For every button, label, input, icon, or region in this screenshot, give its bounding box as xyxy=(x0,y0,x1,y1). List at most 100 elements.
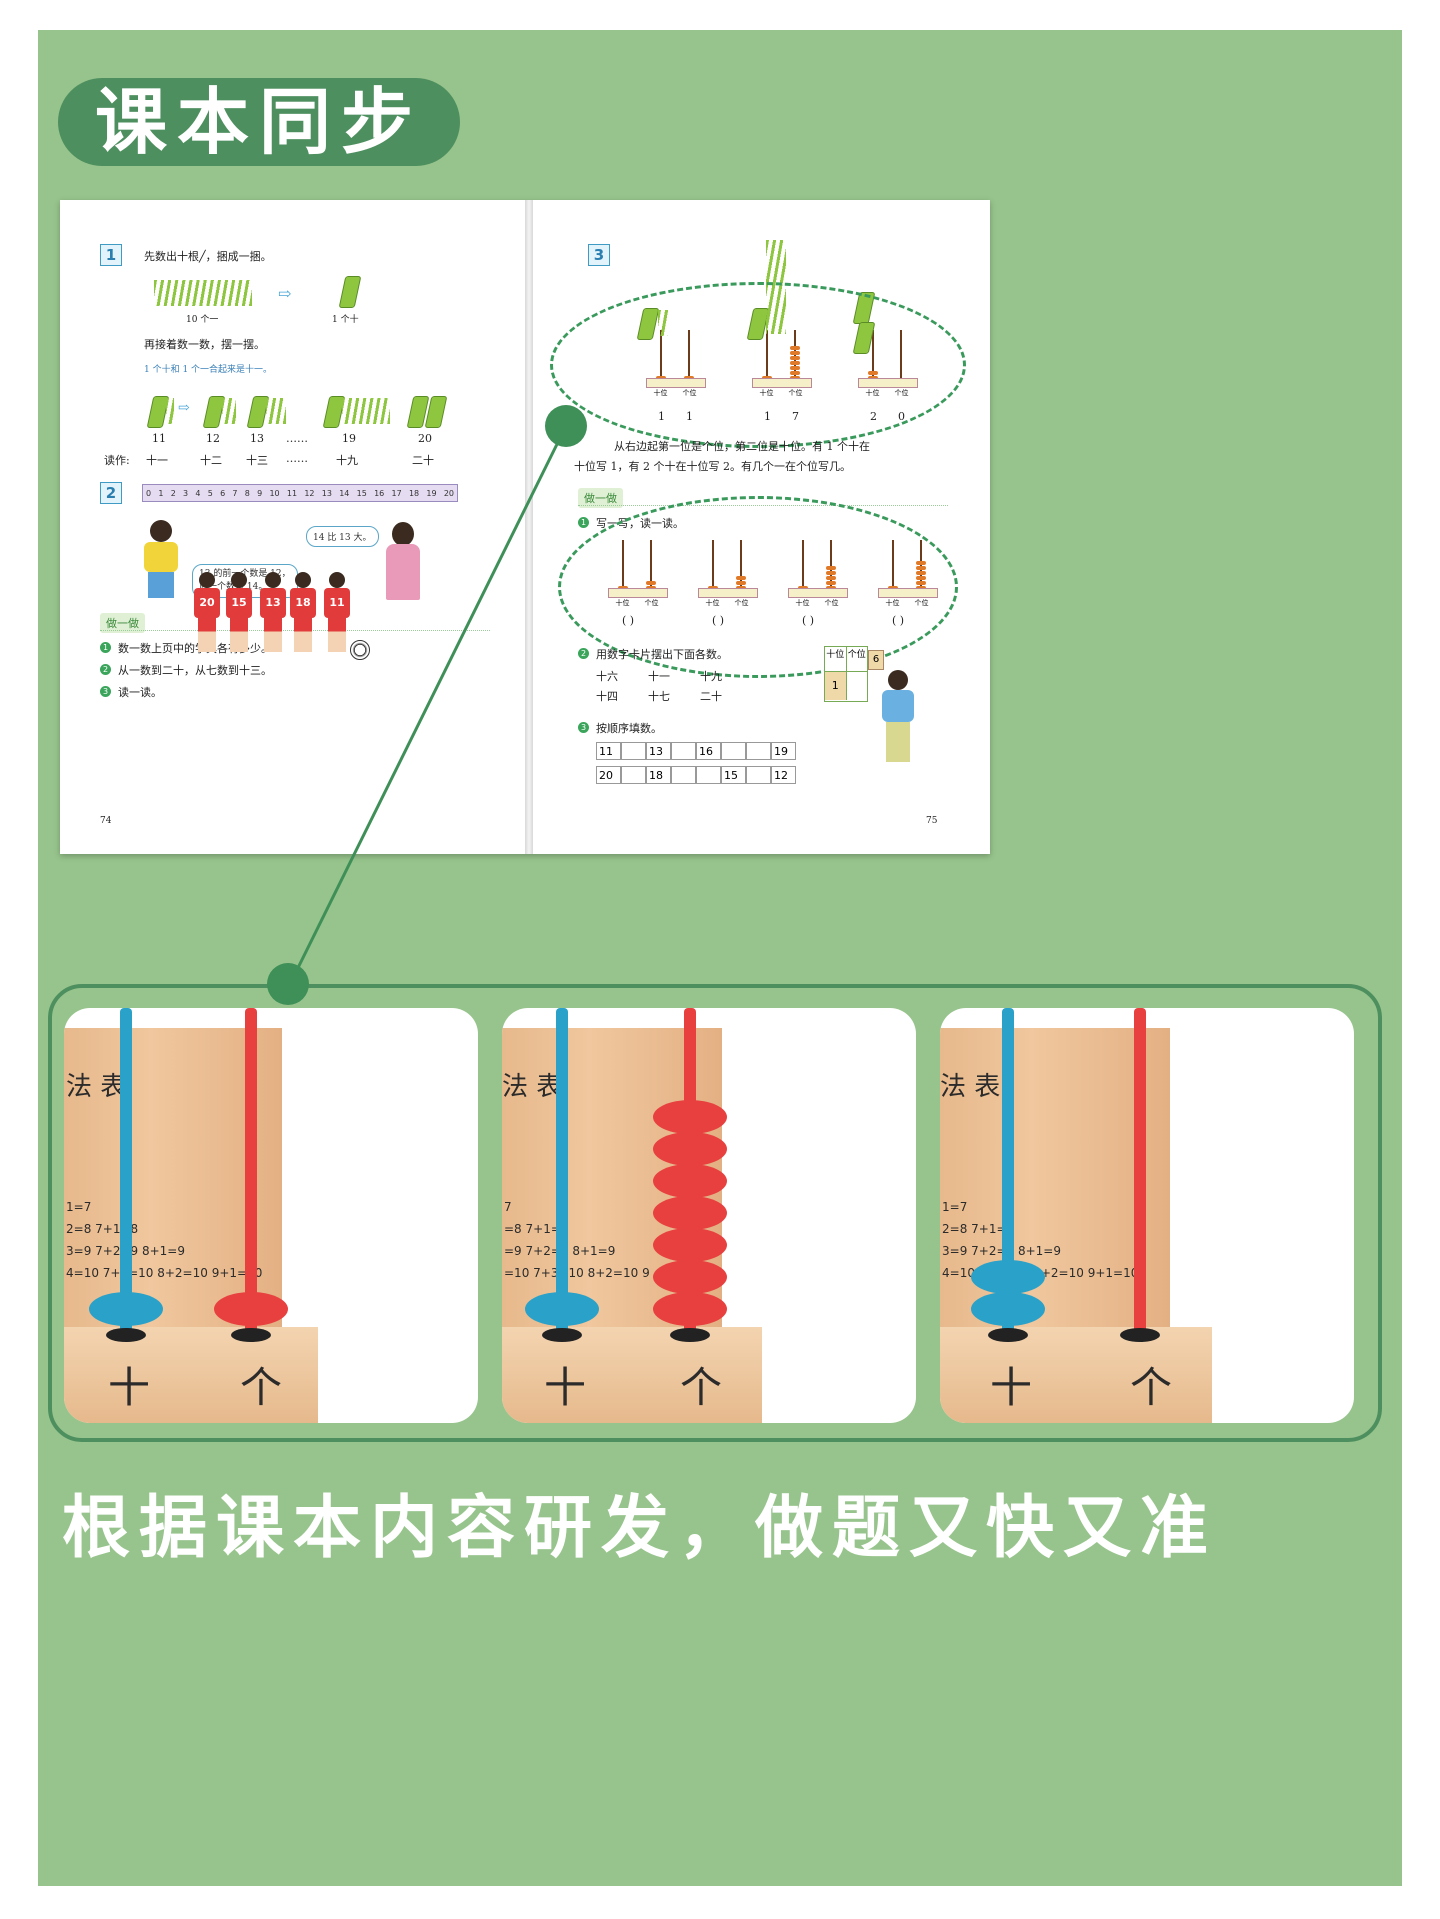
ruler-tick: 19 xyxy=(426,488,437,498)
player-illustration: 15 xyxy=(224,572,254,656)
washer xyxy=(988,1328,1028,1342)
ruler-tick: 17 xyxy=(391,488,402,498)
question-number: 1 xyxy=(100,244,122,266)
equation-line: 2=8 7+1=8 xyxy=(942,1222,1015,1236)
page-title: 课本同步 xyxy=(58,78,460,166)
ruler-tick: 2 xyxy=(170,488,176,498)
number-label: 13 xyxy=(250,432,264,445)
soccer-ball-icon xyxy=(350,640,370,660)
tens-label: 十 xyxy=(108,1363,151,1412)
ruler-tick: 11 xyxy=(286,488,298,498)
task-text: 用数字卡片摆出下面各数。 xyxy=(596,648,728,661)
question-text: 先数出十根╱，捆成一捆。 xyxy=(144,250,272,263)
grid-cell[interactable] xyxy=(621,742,646,760)
washer xyxy=(542,1328,582,1342)
number-word: 十四 xyxy=(596,690,618,703)
task-number: 1 xyxy=(578,517,589,528)
grid-cell[interactable] xyxy=(746,742,771,760)
grid-cell[interactable]: 11 xyxy=(596,742,621,760)
grid-cell[interactable]: 16 xyxy=(696,742,721,760)
card-label: 十位 xyxy=(825,647,847,671)
photos-frame xyxy=(48,984,1382,1442)
reading-label: 二十 xyxy=(412,454,434,467)
page-number: 74 xyxy=(100,816,112,826)
card-digit: 1 xyxy=(825,672,847,700)
equation-line: 1=7 xyxy=(942,1200,968,1214)
ones-label: 个 xyxy=(680,1363,723,1412)
ruler-tick: 13 xyxy=(321,488,332,498)
grid-cell[interactable] xyxy=(621,766,646,784)
player-number: 20 xyxy=(194,588,220,618)
digit-card-held: 6 xyxy=(868,650,884,670)
ruler-tick: 7 xyxy=(232,488,238,498)
ones-bead xyxy=(653,1164,727,1198)
number-label: …… xyxy=(286,432,308,445)
highlight-ellipse xyxy=(558,496,958,678)
grid-cell[interactable] xyxy=(671,742,696,760)
ruler-tick: 12 xyxy=(304,488,315,498)
task-number: 3 xyxy=(100,686,111,697)
ruler-tick: 3 xyxy=(183,488,189,498)
number-label: 19 xyxy=(342,432,356,445)
grid-cell[interactable]: 19 xyxy=(771,742,796,760)
highlight-ellipse xyxy=(550,282,966,448)
grid-cell[interactable] xyxy=(746,766,771,784)
label-ten-ones: 10 个一 xyxy=(186,315,219,325)
arrow-icon: ⇨ xyxy=(278,284,292,303)
ones-bead xyxy=(653,1132,727,1166)
paragraph-line: 十位写 1，有 2 个十在十位写 2。有几个一在个位写几。 xyxy=(574,460,851,473)
line-two: 再接着数一数，摆一摆。 xyxy=(144,338,265,351)
ruler-tick: 10 xyxy=(269,488,280,498)
label-one-ten: 1 个十 xyxy=(332,315,359,325)
tens-label: 十 xyxy=(544,1363,587,1412)
fill-grid-row: 11 13 16 19 xyxy=(596,742,796,760)
ten-sticks-icon xyxy=(154,280,252,306)
task-number: 2 xyxy=(578,648,589,659)
tens-rod xyxy=(120,1008,132,1338)
sticks-icon xyxy=(266,398,286,424)
number-word: 二十 xyxy=(700,690,722,703)
equation-line: =10 7+3=10 8+2=10 9 xyxy=(504,1266,650,1280)
girl-illustration xyxy=(382,522,422,602)
abacus-photo: 法 表 1=7 2=8 7+1=8 3=9 7+2=9 8+1=9 4=10 7… xyxy=(64,1008,478,1423)
grid-cell[interactable]: 18 xyxy=(646,766,671,784)
grid-cell[interactable]: 20 xyxy=(596,766,621,784)
sticks-icon xyxy=(222,398,236,424)
player-number: 18 xyxy=(290,588,316,618)
ruler-tick: 1 xyxy=(158,488,164,498)
ruler-tick: 6 xyxy=(220,488,226,498)
read-label: 读作: xyxy=(104,454,130,467)
speech-bubble: 14 比 13 大。 xyxy=(306,526,379,547)
ones-label: 个 xyxy=(1130,1363,1173,1412)
reading-label: …… xyxy=(286,452,308,465)
number-label: 11 xyxy=(152,432,166,445)
reading-label: 十三 xyxy=(246,454,268,467)
ruler-tick: 0 xyxy=(146,488,152,498)
connector-dot xyxy=(267,963,309,1005)
grid-cell[interactable] xyxy=(721,742,746,760)
note-text: 1 个十和 1 个一合起来是十一。 xyxy=(144,365,273,375)
player-number: 11 xyxy=(324,588,350,618)
grid-cell[interactable]: 13 xyxy=(646,742,671,760)
player-illustration: 18 xyxy=(288,572,318,656)
number-word: 十七 xyxy=(648,690,670,703)
player-illustration: 13 xyxy=(258,572,288,656)
grid-cell[interactable]: 12 xyxy=(771,766,796,784)
equation-line: 7 xyxy=(504,1200,512,1214)
tens-bead xyxy=(971,1260,1045,1294)
section-tag: 做一做 xyxy=(100,613,145,633)
wooden-base xyxy=(502,1327,762,1423)
arrow-icon: ⇨ xyxy=(178,400,190,416)
number-word: 十六 xyxy=(596,670,618,683)
washer xyxy=(1120,1328,1160,1342)
ones-bead xyxy=(653,1228,727,1262)
grid-cell[interactable] xyxy=(696,766,721,784)
washer xyxy=(670,1328,710,1342)
number-word: 十一 xyxy=(648,670,670,683)
grid-cell[interactable] xyxy=(671,766,696,784)
place-value-card: 十位 个位 1 xyxy=(824,646,868,702)
grid-cell[interactable]: 15 xyxy=(721,766,746,784)
ones-bead xyxy=(653,1292,727,1326)
wooden-base xyxy=(64,1327,318,1423)
